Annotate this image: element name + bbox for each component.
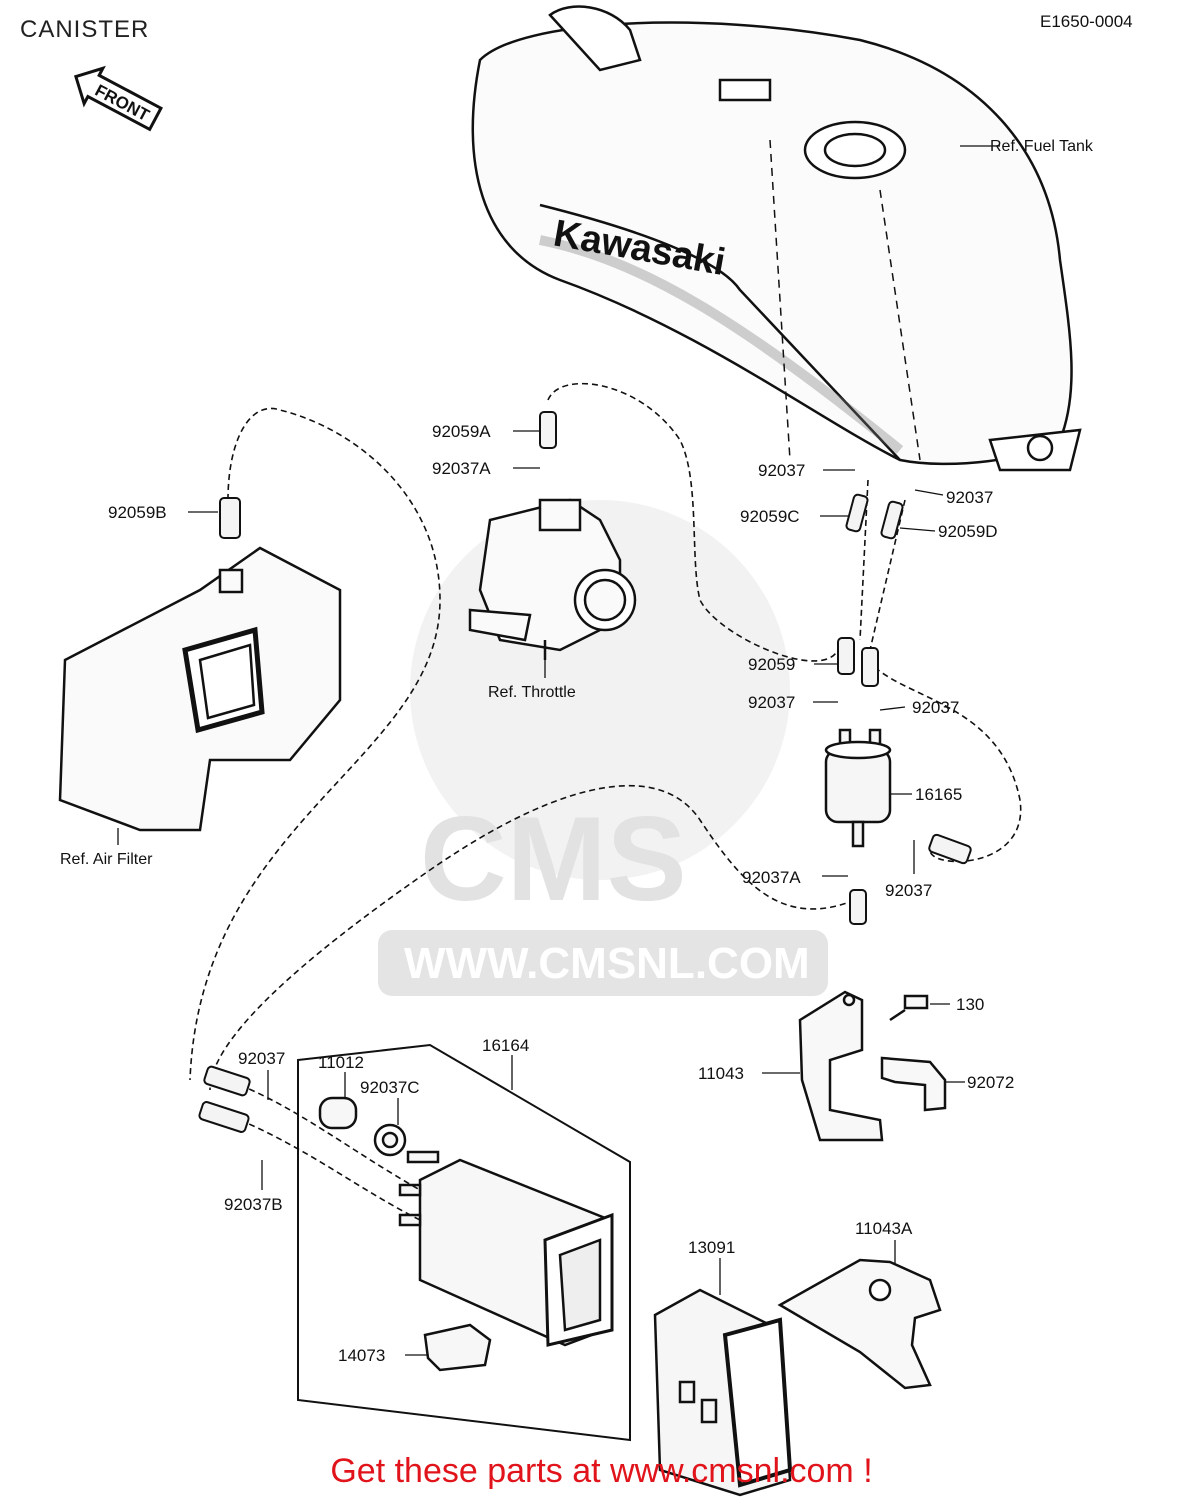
label-16165: 16165 [915, 785, 962, 804]
bracket-11043 [798, 990, 884, 1142]
watermark-brand: CMS [420, 792, 687, 926]
label-92037a-bottom: 92037A [742, 868, 801, 887]
page-title: CANISTER [20, 16, 150, 43]
air-filter [58, 546, 342, 832]
leader-lines [117, 145, 1000, 1356]
front-arrow: FRONT [73, 65, 163, 132]
label-16164: 16164 [482, 1036, 529, 1055]
fuel-tank: Kawasaki [471, 5, 1082, 472]
hoses [189, 382, 1022, 1221]
label-92037-tank-left: 92037 [758, 461, 805, 480]
label-92059b: 92059B [108, 503, 167, 522]
watermark-url: WWW.CMSNL.COM [404, 939, 810, 988]
label-92059d: 92059D [938, 522, 998, 541]
label-92037b: 92037B [224, 1195, 283, 1214]
ref-air-filter: Ref. Air Filter [60, 851, 153, 868]
ref-fuel-tank: Ref. Fuel Tank [990, 138, 1094, 155]
label-92059c: 92059C [740, 507, 800, 526]
label-14073: 14073 [338, 1346, 385, 1365]
bracket-11043a [777, 1258, 942, 1390]
fuel-filter [824, 728, 892, 848]
label-11012: 11012 [318, 1053, 364, 1072]
canister [297, 1043, 631, 1442]
label-11043a: 11043A [855, 1219, 913, 1238]
throttle-body [468, 498, 637, 660]
label-92072: 92072 [967, 1073, 1014, 1092]
label-92037a-top: 92037A [432, 459, 491, 478]
canister-cover [653, 1288, 793, 1497]
label-130: 130 [956, 995, 984, 1014]
diagram-code: E1650-0004 [1040, 12, 1133, 31]
label-92037-left: 92037 [238, 1049, 285, 1068]
label-92037-tank-right: 92037 [946, 488, 993, 507]
label-92037-mid-left: 92037 [748, 693, 795, 712]
ref-throttle: Ref. Throttle [488, 684, 576, 701]
label-11043: 11043 [698, 1064, 744, 1083]
label-92059: 92059 [748, 655, 795, 674]
label-92037-filter-out: 92037 [885, 881, 932, 900]
label-13091: 13091 [688, 1238, 735, 1257]
label-92037c: 92037C [360, 1078, 420, 1097]
footer-link[interactable]: Get these parts at www.cmsnl.com ! [330, 1452, 873, 1490]
label-92059a: 92059A [432, 422, 491, 441]
bolt-130 [889, 994, 929, 1022]
clamp-92072 [880, 1056, 947, 1112]
label-92037-mid-right: 92037 [912, 698, 959, 717]
small-hoses [198, 411, 972, 1133]
